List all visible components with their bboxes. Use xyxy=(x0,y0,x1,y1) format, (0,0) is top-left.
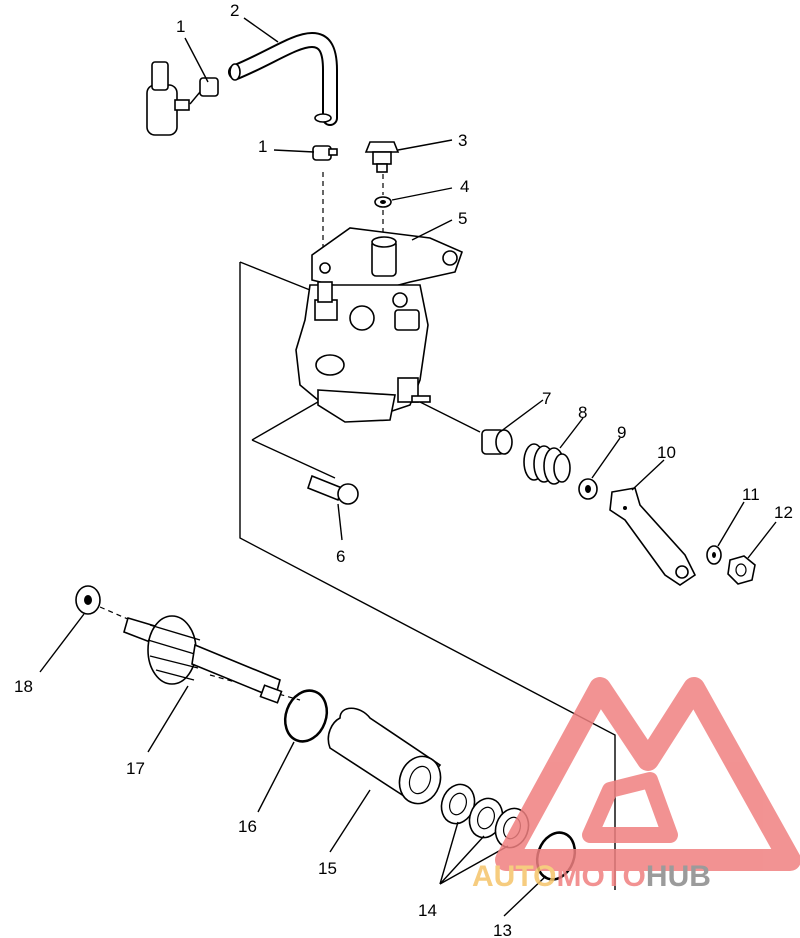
washer-9-part xyxy=(578,478,598,500)
nut-12-part xyxy=(727,555,756,585)
callout-17: 17 xyxy=(126,759,145,778)
callout-13: 13 xyxy=(493,921,512,938)
bushing-15-part xyxy=(327,707,442,805)
automotohub-watermark: AUTOMOTOHUB xyxy=(472,677,800,893)
pump-lever-part xyxy=(609,487,697,586)
leader-lines xyxy=(39,17,777,917)
callout-1-lower: 1 xyxy=(258,137,267,156)
callout-6: 6 xyxy=(336,547,345,566)
screw-6-part xyxy=(307,474,359,505)
callout-16: 16 xyxy=(238,817,257,836)
callout-7: 7 xyxy=(542,389,551,408)
washer-4-part xyxy=(374,196,392,208)
watermark-auto: AUTO xyxy=(472,860,556,893)
callout-4: 4 xyxy=(460,177,469,196)
callout-12: 12 xyxy=(774,503,793,522)
washer-11-part xyxy=(706,545,722,565)
callout-3: 3 xyxy=(458,131,467,150)
collar-7-part xyxy=(481,429,513,455)
callout-8: 8 xyxy=(578,403,587,422)
washer-18-part xyxy=(75,585,101,615)
watermark-text: AUTOMOTOHUB xyxy=(472,860,711,893)
assembly-outline xyxy=(99,165,616,890)
o-ring-16-part xyxy=(283,689,329,743)
watermark-triangle-logo xyxy=(495,677,800,871)
callout-11: 11 xyxy=(742,485,760,504)
watermark-moto: MOTO xyxy=(556,860,645,893)
callout-5: 5 xyxy=(458,209,467,228)
spring-8-part xyxy=(523,443,571,485)
drive-gear-shaft-part xyxy=(123,615,283,704)
callout-2: 2 xyxy=(230,1,239,20)
oil-pump-body-part xyxy=(295,227,464,423)
callout-10: 10 xyxy=(657,443,676,462)
callout-15: 15 xyxy=(318,859,337,878)
callout-18: 18 xyxy=(14,677,33,696)
callout-1-top: 1 xyxy=(176,17,185,36)
banjo-bolt-part xyxy=(364,141,400,173)
banjo-fitting-part xyxy=(146,61,219,136)
watermark-hub: HUB xyxy=(646,860,711,893)
callout-labels: 1 2 1 3 4 5 6 7 8 9 10 11 12 13 14 15 16… xyxy=(14,1,793,938)
callout-14: 14 xyxy=(418,901,437,920)
callout-9: 9 xyxy=(617,423,626,442)
hose-part xyxy=(228,31,338,126)
hose-clamp-lower-part xyxy=(312,145,338,161)
